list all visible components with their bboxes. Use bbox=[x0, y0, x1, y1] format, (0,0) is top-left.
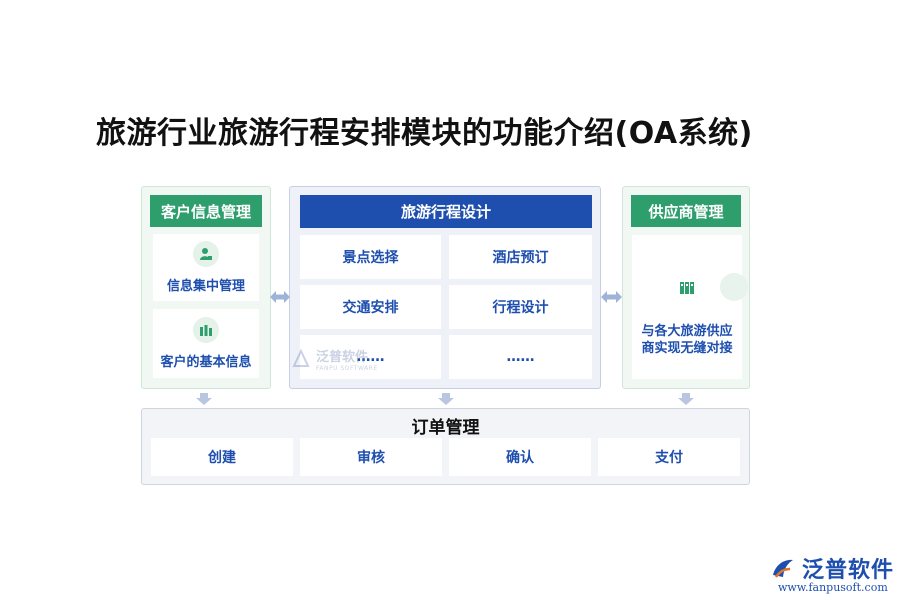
supplier-panel: 供应商管理 与各大旅游供应商实现无缝对接 bbox=[622, 186, 750, 389]
customer-info-panel: 客户信息管理 信息集中管理 客户的基本信息 bbox=[141, 186, 271, 389]
order-step-label: 支付 bbox=[655, 450, 683, 466]
down-arrow-icon bbox=[196, 393, 212, 405]
down-arrow-icon bbox=[438, 393, 454, 405]
order-management-panel: 订单管理 创建 审核 确认 支付 bbox=[141, 408, 750, 485]
itinerary-cell[interactable]: 景点选择 bbox=[300, 235, 441, 279]
double-arrow-icon bbox=[270, 291, 290, 303]
itinerary-design-header: 旅游行程设计 bbox=[300, 195, 592, 228]
itinerary-cell[interactable]: 行程设计 bbox=[449, 285, 592, 329]
cell-label: 酒店预订 bbox=[492, 250, 549, 266]
itinerary-cell[interactable]: …… bbox=[300, 335, 441, 379]
order-management-header: 订单管理 bbox=[411, 418, 480, 438]
itinerary-cell[interactable]: 交通安排 bbox=[300, 285, 441, 329]
customer-basic-info-label: 客户的基本信息 bbox=[160, 355, 252, 370]
itinerary-cell[interactable]: …… bbox=[449, 335, 592, 379]
itinerary-cell[interactable]: 酒店预订 bbox=[449, 235, 592, 279]
page-title: 旅游行业旅游行程安排模块的功能介绍(OA系统) bbox=[96, 116, 753, 151]
order-step-review[interactable]: 审核 bbox=[300, 438, 442, 476]
order-step-label: 确认 bbox=[506, 450, 534, 466]
watermark-sub: FANPU SOFTWARE bbox=[316, 365, 378, 372]
supplier-description: 与各大旅游供应商实现无缝对接 bbox=[641, 324, 733, 356]
cell-label: 行程设计 bbox=[492, 300, 549, 316]
itinerary-design-panel: 旅游行程设计 景点选择 酒店预订 交通安排 行程设计 …… …… bbox=[289, 186, 601, 389]
order-step-confirm[interactable]: 确认 bbox=[449, 438, 591, 476]
info-centralized-label: 信息集中管理 bbox=[166, 279, 245, 294]
customer-basic-info-card[interactable]: 客户的基本信息 bbox=[153, 309, 259, 378]
supplier-card[interactable]: 与各大旅游供应商实现无缝对接 bbox=[632, 235, 748, 379]
down-arrow-icon bbox=[678, 393, 694, 405]
fanpu-logo-icon bbox=[773, 559, 793, 578]
order-step-label: 审核 bbox=[357, 450, 385, 466]
brand-logo: 泛普软件 bbox=[770, 552, 894, 584]
database-icon bbox=[193, 317, 219, 343]
customer-info-header: 客户信息管理 bbox=[150, 195, 262, 227]
supplier-header: 供应商管理 bbox=[631, 195, 741, 227]
watermark: 泛普软件 FANPU SOFTWARE bbox=[290, 346, 378, 372]
cell-label: 景点选择 bbox=[342, 250, 399, 266]
cell-label: 交通安排 bbox=[342, 300, 399, 316]
double-arrow-icon bbox=[601, 291, 622, 303]
building-icon bbox=[680, 279, 694, 298]
order-step-label: 创建 bbox=[208, 450, 236, 466]
watermark-text: 泛普软件 bbox=[316, 350, 369, 365]
order-step-create[interactable]: 创建 bbox=[151, 438, 293, 476]
cell-label: …… bbox=[506, 349, 535, 365]
cell-label: …… bbox=[356, 349, 385, 365]
order-step-pay[interactable]: 支付 bbox=[598, 438, 740, 476]
info-centralized-card[interactable]: 信息集中管理 bbox=[153, 234, 259, 301]
watermark-logo-icon bbox=[292, 348, 310, 367]
decor-circle bbox=[720, 273, 748, 301]
brand-url: www.fanpusoft.com bbox=[778, 581, 888, 594]
user-icon bbox=[193, 241, 219, 267]
brand-name: 泛普软件 bbox=[802, 558, 895, 583]
